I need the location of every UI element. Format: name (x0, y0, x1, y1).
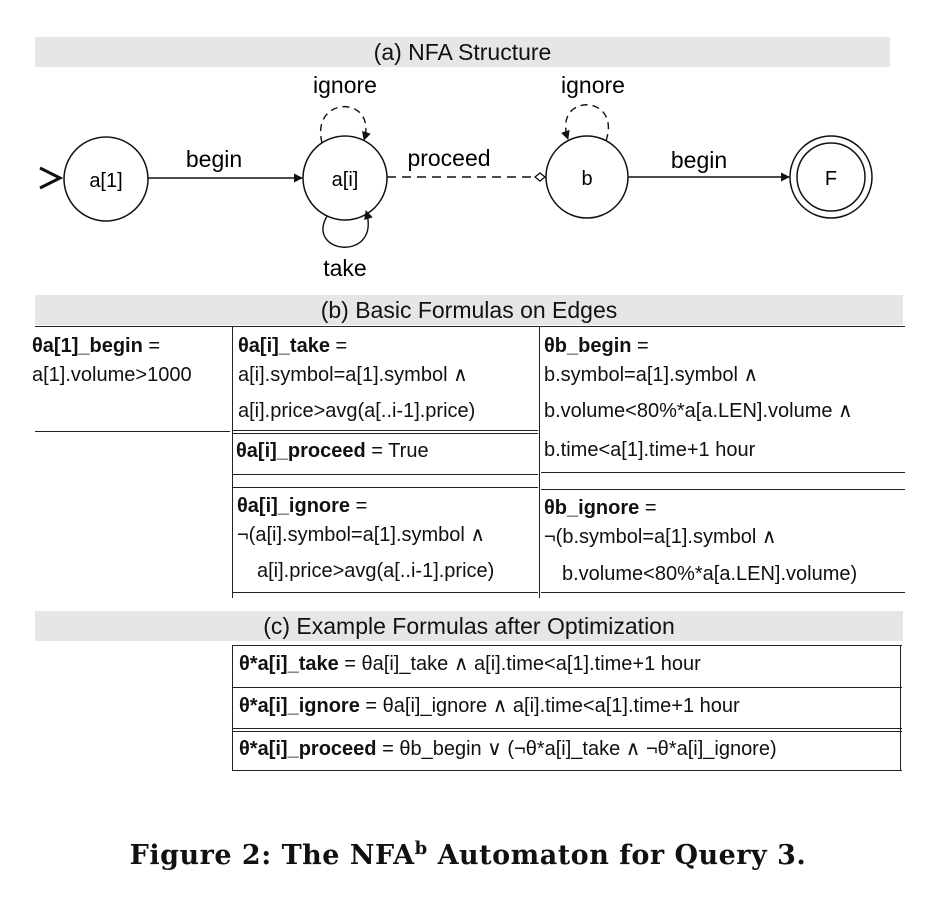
formula-ai-ignore-line1: ¬(a[i].symbol=a[1].symbol ∧ (237, 524, 486, 546)
rule-opt-take-bottom (232, 687, 902, 688)
formula-b-begin-line2: b.volume<80%*a[a.LEN].volume ∧ (544, 400, 853, 422)
formula-ai-take-name: θa[i]_take (238, 335, 330, 357)
formula-ai-take-line1: a[i].symbol=a[1].symbol ∧ (238, 364, 468, 386)
formula-opt-take: θ*a[i]_take = θa[i]_take ∧ a[i].time<a[1… (239, 653, 701, 675)
formula-opt-ignore-name: θ*a[i]_ignore (239, 695, 360, 717)
formula-a1-begin-name: θa[1]_begin (32, 335, 143, 357)
state-ai-label: a[i] (332, 169, 359, 191)
label-ignore-ai: ignore (313, 72, 377, 98)
table-c-bottom-rule (232, 770, 902, 771)
state-ai (302, 135, 388, 221)
loop-take-ai (322, 210, 373, 248)
rule-bignore-bottom (541, 592, 905, 593)
state-f-inner (796, 142, 866, 212)
formula-ai-ignore-line2: a[i].price>avg(a[..i-1].price) (257, 560, 495, 582)
state-a1-label: a[1] (89, 170, 122, 192)
formula-ai-take-line2: a[i].price>avg(a[..i-1].price) (238, 400, 476, 422)
formula-a1-begin: θa[1]_begin = (32, 335, 161, 357)
loop-ignore-b (561, 104, 609, 142)
rule-ignore-top (232, 487, 538, 488)
table-b-top-rule (35, 326, 905, 327)
state-f-label: F (825, 168, 837, 190)
formula-b-begin-name: θb_begin (544, 335, 632, 357)
rule-opt-ignore-bottom (232, 728, 902, 732)
formula-b-ignore-name: θb_ignore (544, 497, 640, 519)
label-ignore-b: ignore (561, 72, 625, 98)
table-b-divider-1 (232, 326, 233, 598)
rule-proceed-bottom (232, 474, 538, 475)
formula-b-ignore-line2: b.volume<80%*a[a.LEN].volume) (562, 563, 858, 585)
formula-ai-proceed-name: θa[i]_proceed (236, 440, 366, 462)
formula-opt-ignore: θ*a[i]_ignore = θa[i]_ignore ∧ a[i].time… (239, 695, 740, 717)
section-a-title: (a) NFA Structure (35, 37, 890, 67)
formula-b-ignore: θb_ignore = (544, 497, 657, 519)
rule-bbegin-bottom (541, 472, 905, 473)
state-b-label: b (581, 168, 592, 190)
label-begin-2: begin (671, 147, 727, 173)
formula-ai-take: θa[i]_take = (238, 335, 348, 357)
formula-ai-ignore-name: θa[i]_ignore (237, 495, 351, 517)
rule-bignore-top (541, 489, 905, 490)
table-b-divider-2 (539, 326, 540, 598)
formula-b-begin-line3: b.time<a[1].time+1 hour (544, 439, 756, 461)
start-marker (39, 166, 64, 190)
nfa-diagram: a[1] a[i] b F begin proceed begin ignore… (39, 72, 873, 281)
formula-ai-proceed: θa[i]_proceed = True (236, 440, 429, 462)
formula-b-begin-line1: b.symbol=a[1].symbol ∧ (544, 364, 759, 386)
label-take: take (323, 255, 366, 281)
rule-take-bottom (232, 430, 538, 434)
figure-caption: Figure 2: The NFAb Automaton for Query 3… (129, 838, 807, 871)
formula-opt-proceed-name: θ*a[i]_proceed (239, 738, 377, 760)
formula-ai-ignore: θa[i]_ignore = (237, 495, 368, 517)
formula-opt-take-name: θ*a[i]_take (239, 653, 339, 675)
section-b-title: (b) Basic Formulas on Edges (35, 295, 903, 325)
section-c-title: (c) Example Formulas after Optimization (35, 611, 903, 641)
label-begin-1: begin (186, 146, 242, 172)
table-c-top-rule (232, 645, 902, 646)
formula-b-begin: θb_begin = (544, 335, 649, 357)
state-a1 (63, 136, 149, 222)
formula-opt-proceed: θ*a[i]_proceed = θb_begin ∨ (¬θ*a[i]_tak… (239, 738, 777, 760)
rule-ignore-bottom (232, 592, 538, 593)
table-c-left-border (232, 645, 233, 771)
formula-a1-begin-line1: a[1].volume>1000 (32, 364, 192, 386)
label-proceed: proceed (407, 145, 490, 171)
table-c-right-border (900, 645, 901, 771)
loop-ignore-ai (319, 106, 371, 144)
formula-b-ignore-line1: ¬(b.symbol=a[1].symbol ∧ (544, 526, 777, 548)
rule-a1-bottom (35, 431, 230, 432)
